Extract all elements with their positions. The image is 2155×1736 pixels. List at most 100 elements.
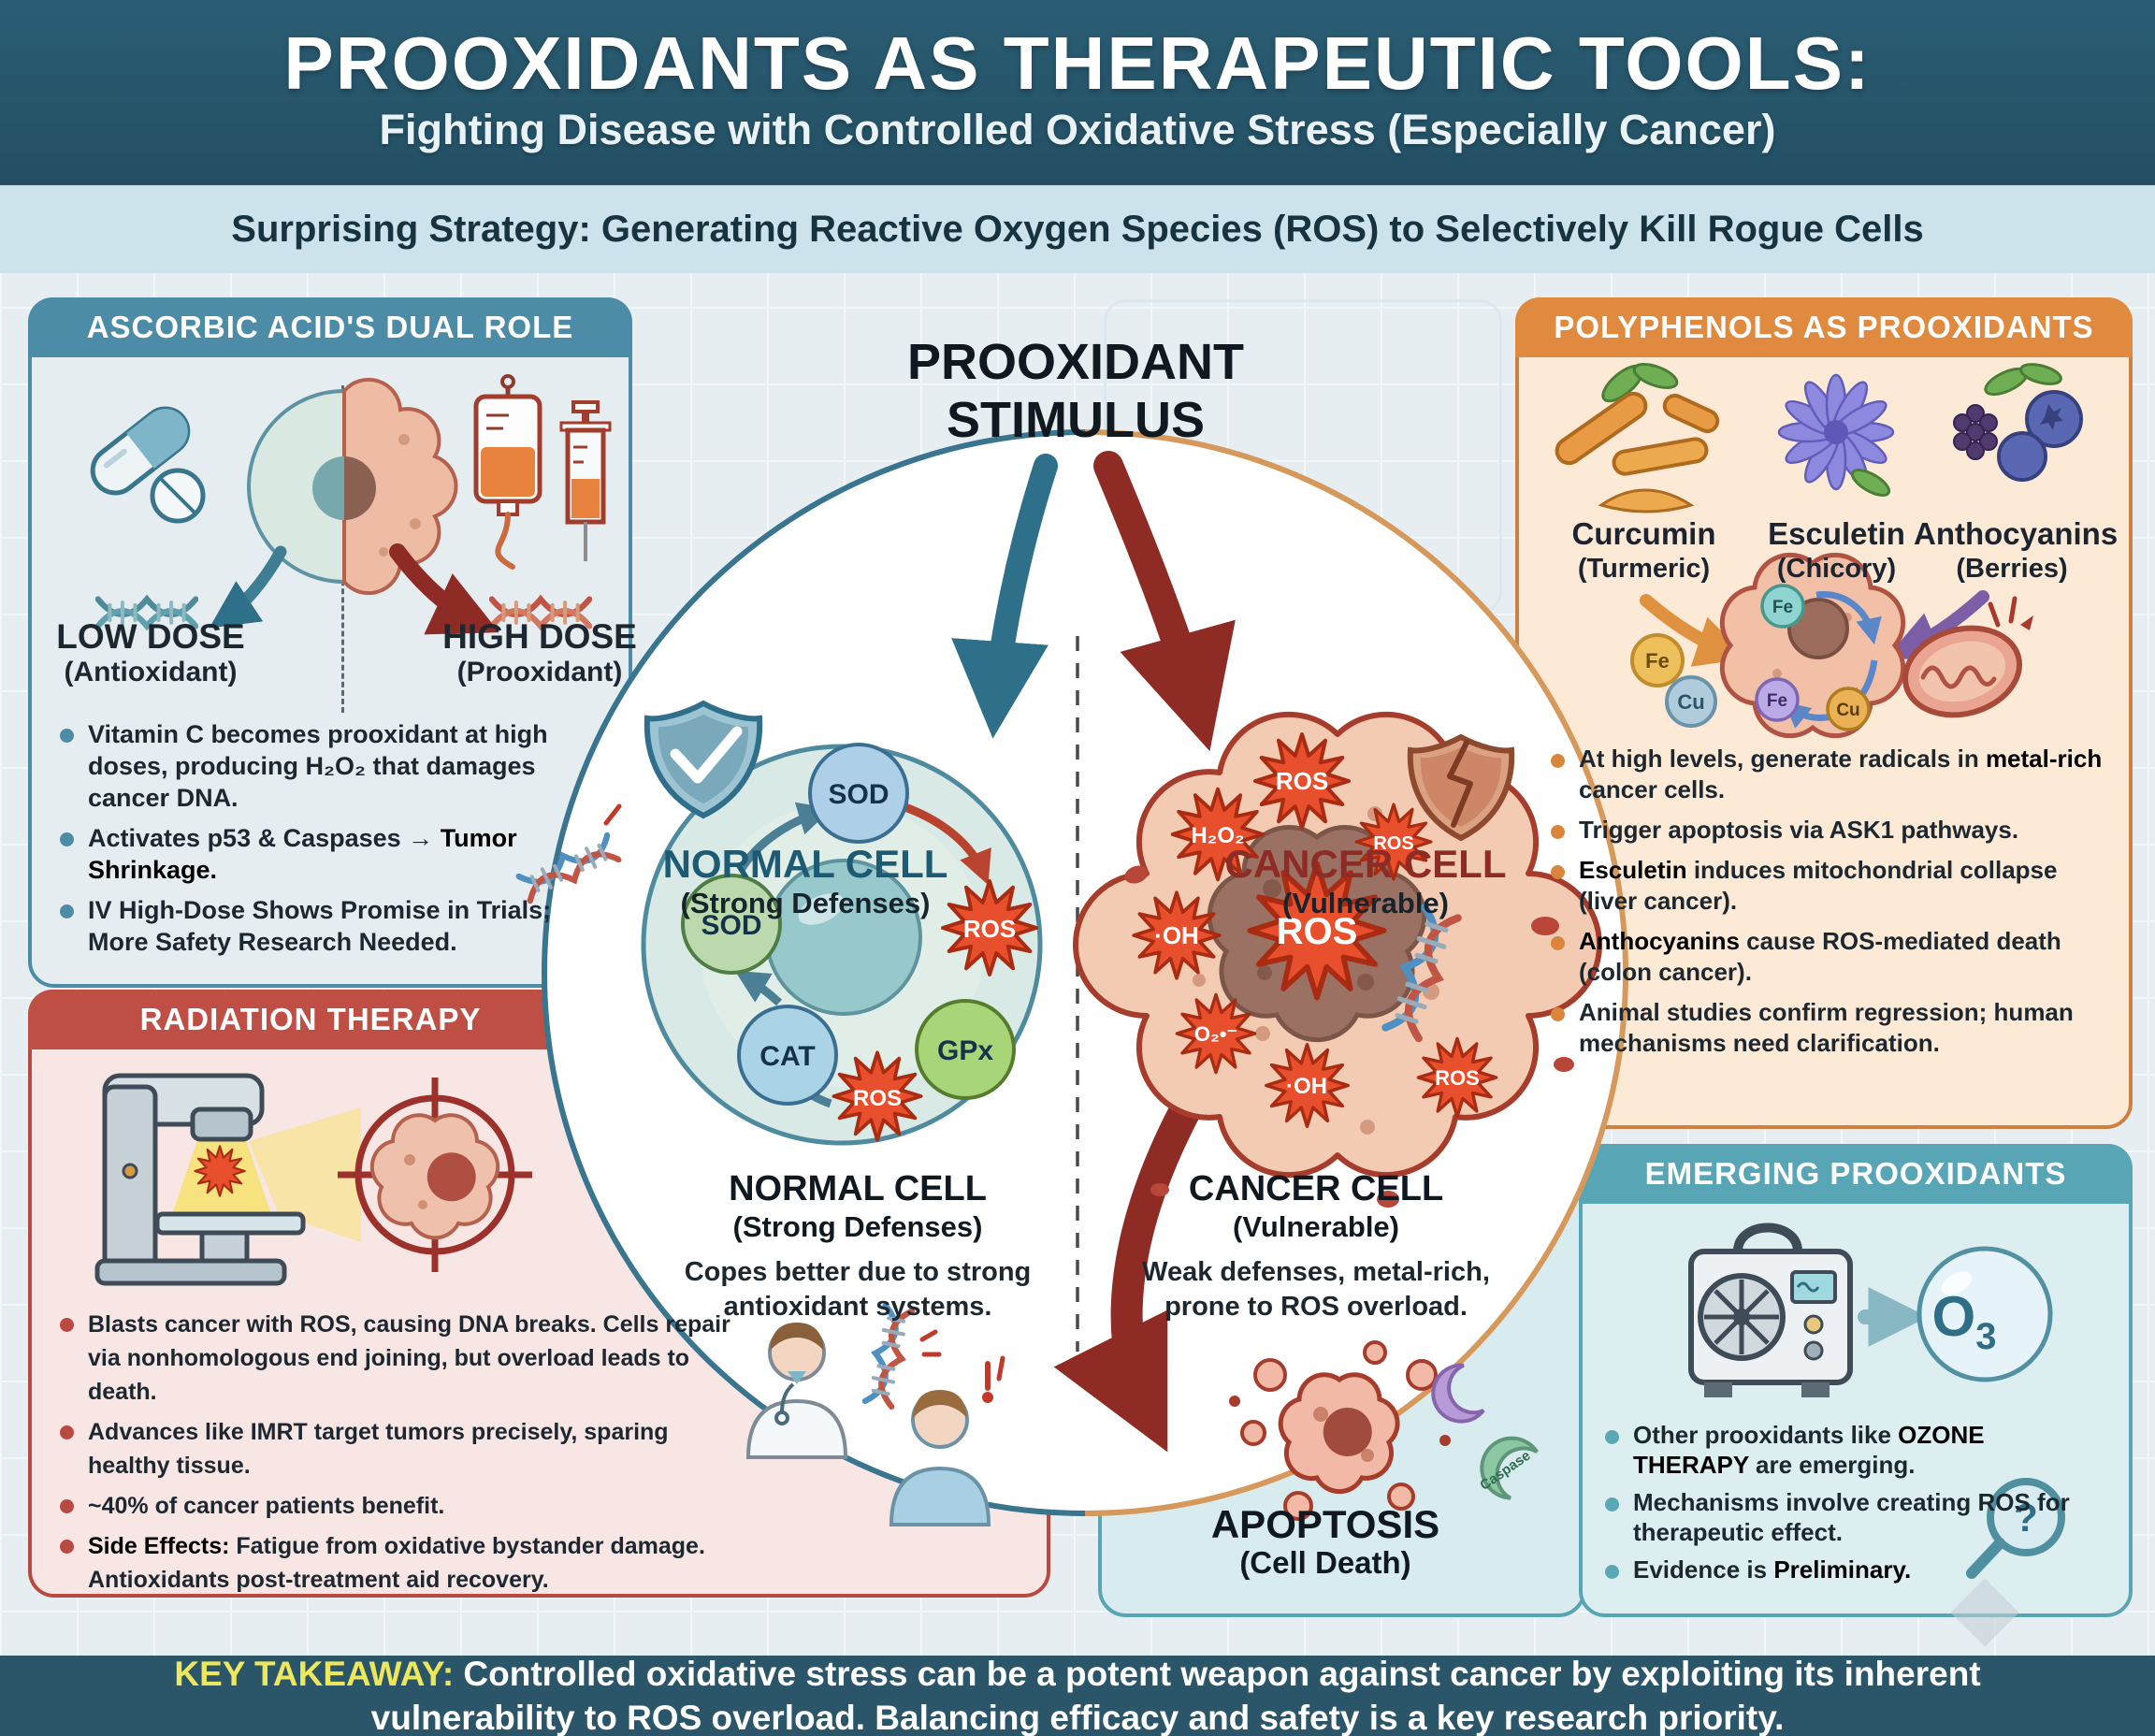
bullet-item: Anthocyanins cause ROS-mediated death (c…: [1545, 926, 2104, 988]
iv-bag-icon: [473, 374, 542, 570]
bullet-item: Animal studies confirm regression; human…: [1545, 997, 2104, 1059]
polyphenol-icons: Fe Fe Cu Fe Cu: [1555, 363, 2083, 739]
syringe-icon: [559, 400, 612, 561]
strategy-text: Surprising Strategy: Generating Reactive…: [231, 209, 1924, 250]
bullet-segment: Blasts cancer with ROS, causing DNA brea…: [88, 1311, 730, 1405]
bullet-segment: IV High-Dose Shows Promise in Trials; Mo…: [88, 896, 552, 956]
cat-enzyme: [737, 1005, 838, 1106]
turmeric-icon: [1555, 363, 1720, 514]
strategy-strip: Surprising Strategy: Generating Reactive…: [0, 185, 2155, 273]
svg-text:H₂O₂: H₂O₂: [1191, 823, 1244, 848]
shield-check-icon: [644, 700, 763, 819]
svg-text:CAT: CAT: [759, 1041, 815, 1072]
svg-text:ROS: ROS: [1435, 1066, 1480, 1090]
bullet-item: Blasts cancer with ROS, causing DNA brea…: [54, 1308, 748, 1409]
curcumin-arrow: [1640, 594, 1749, 667]
prooxidant-stimulus-label: PROOXIDANT STIMULUS: [870, 333, 1281, 449]
bullet-item: Evidence is Preliminary.: [1599, 1555, 2106, 1584]
fe-ion: [1630, 633, 1685, 687]
svg-text:·OH: ·OH: [1154, 921, 1199, 949]
polyphenols-bullet-list: At high levels, generate radicals in met…: [1545, 744, 2104, 1068]
normal-cell-top-title: NORMAL CELL: [662, 842, 948, 886]
arrow-to-cancer-cell: [1093, 451, 1236, 752]
anthocyanin-arrow: [1886, 590, 1989, 662]
bullet-item: IV High-Dose Shows Promise in Trials; Mo…: [54, 894, 584, 958]
cancer-caption-title: CANCER CELL: [1188, 1169, 1444, 1208]
key-takeaway-body: Controlled oxidative stress can be a pot…: [370, 1655, 1981, 1736]
cancer-cell-top-title: CANCER CELL: [1224, 842, 1507, 886]
bullet-item: Side Effects: Fatigue from oxidative bys…: [54, 1529, 748, 1597]
bullet-segment: Vitamin C becomes prooxidant at high dos…: [88, 720, 548, 812]
low-dose-sublabel: (Antioxidant): [64, 657, 238, 687]
bullet-segment: ~40% of cancer patients benefit.: [88, 1493, 445, 1519]
capsule-icon: [90, 406, 191, 496]
key-takeaway-label: KEY TAKEAWAY:: [174, 1655, 455, 1693]
normal-cell-illustration: SOD SOD CAT GPx ROS ROS: [641, 700, 1043, 1146]
magnifier-question-icon: ?: [1966, 1478, 2065, 1579]
bullet-segment: Preliminary.: [1773, 1555, 1912, 1584]
header-banner: PROOXIDANTS AS THERAPEUTIC TOOLS: Fighti…: [0, 0, 2155, 185]
low-dose-arrow: [209, 545, 287, 629]
bullet-item: At high levels, generate radicals in met…: [1545, 744, 2104, 805]
bullet-segment: Side Effects:: [88, 1533, 230, 1559]
tablet-icon: [150, 468, 206, 524]
bullet-item: ~40% of cancer patients benefit.: [54, 1489, 748, 1523]
normal-cell-top-sub: (Strong Defenses): [680, 887, 931, 919]
ascorbic-icons: [90, 374, 622, 902]
polyphenol-item-name: Anthocyanins: [1914, 516, 2119, 551]
bullet-item: Activates p53 & Caspases → Tumor Shrinka…: [54, 822, 584, 886]
bullet-item: Advances like IMRT target tumors precise…: [54, 1415, 748, 1483]
doctor-shirt: [788, 1371, 806, 1384]
radiation-bullet-list: Blasts cancer with ROS, causing DNA brea…: [54, 1308, 748, 1603]
radiation-icons: [94, 1073, 1005, 1525]
high-dose-sublabel: (Prooxidant): [456, 657, 623, 687]
bullet-segment: Animal studies confirm regression; human…: [1579, 998, 2074, 1057]
svg-text:Cu: Cu: [1677, 690, 1704, 714]
sod-enzyme: [681, 874, 782, 975]
svg-text:O3: O3: [1932, 1285, 1997, 1357]
bullet-segment: are emerging.: [1748, 1451, 1916, 1479]
shield-cracked-icon: [1407, 733, 1515, 842]
bullet-segment: Trigger apoptosis via ASK1 pathways.: [1579, 816, 2019, 844]
arrow-to-normal-cell: [951, 454, 1058, 739]
svg-text:Fe: Fe: [1767, 691, 1787, 711]
cancer-cell-top-sub: (Vulnerable): [1282, 887, 1449, 919]
crosshair-target-icon: [338, 1078, 532, 1272]
bullet-segment: metal-rich: [1985, 745, 2103, 773]
page-title: PROOXIDANTS AS THERAPEUTIC TOOLS:: [283, 22, 1872, 105]
svg-text:ROS: ROS: [963, 915, 1016, 943]
key-takeaway-bar: KEY TAKEAWAY: Controlled oxidative stres…: [0, 1655, 2155, 1736]
bullet-item: Mechanisms involve creating ROS for ther…: [1599, 1487, 2106, 1547]
cell-half-icon: [246, 377, 458, 596]
svg-text:ROS: ROS: [1276, 767, 1328, 795]
ozone-generator-icon: [1688, 1222, 1853, 1397]
high-dose-label: HIGH DOSE: [442, 617, 637, 656]
metal-rich-cell-icon: Fe Fe Cu: [1719, 552, 1906, 739]
svg-text:O₂•⁻: O₂•⁻: [1194, 1022, 1237, 1046]
high-dose-arrow: [389, 543, 499, 635]
svg-text:Fe: Fe: [1772, 598, 1793, 617]
panel-ascorbic-title: ASCORBIC ACID'S DUAL ROLE: [28, 297, 632, 357]
apoptosis-title: APOPTOSIS: [1210, 1502, 1440, 1546]
cancer-cell-illustration: ROS ROS H₂O₂ ROS ·OH O₂•⁻ ·OH ROS: [1073, 711, 1602, 1208]
polyphenol-item-source: (Berries): [1956, 554, 2068, 584]
panel-radiation-title: RADIATION THERAPY: [28, 990, 593, 1049]
radiation-beam: [249, 1107, 361, 1242]
stimulus-line1: PROOXIDANT: [906, 334, 1245, 390]
bullet-segment: Activates p53 & Caspases →: [88, 824, 441, 852]
svg-text:Fe: Fe: [1645, 649, 1670, 673]
bullet-segment: cause ROS-mediated death (colon cancer).: [1579, 927, 2061, 986]
cu-ion: [1665, 675, 1717, 728]
bullet-segment: Fatigue from oxidative bystander damage.…: [88, 1533, 705, 1593]
svg-text:ROS: ROS: [853, 1086, 902, 1111]
svg-text:SOD: SOD: [701, 910, 761, 941]
o3-molecule-icon: O3: [1916, 1246, 2053, 1382]
polyphenol-item-name: Curcumin: [1571, 516, 1716, 551]
bullet-segment: OZONE THERAPY: [1633, 1421, 1985, 1479]
gpx-enzyme: [915, 999, 1016, 1100]
svg-text:·OH: ·OH: [1286, 1074, 1327, 1099]
sod-enzyme: [808, 743, 909, 844]
bullet-item: Esculetin induces mitochondrial collapse…: [1545, 855, 2104, 917]
polyphenol-item-name: Esculetin: [1768, 516, 1905, 551]
